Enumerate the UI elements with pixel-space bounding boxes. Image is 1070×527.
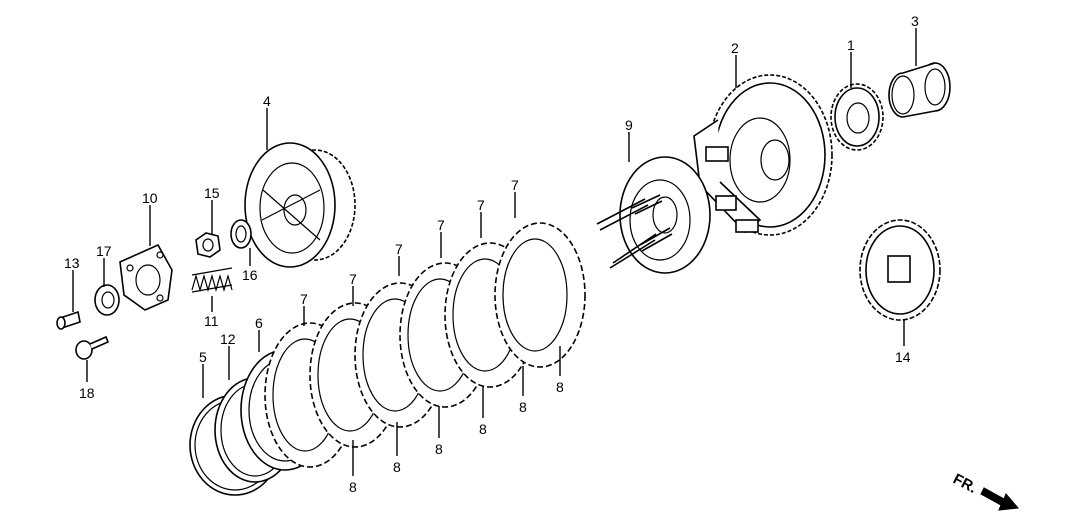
callout-17: 17 (96, 243, 112, 259)
clutch-plate-stack (264, 222, 586, 468)
front-direction-indicator: FR. (950, 471, 1019, 511)
callout-11: 11 (204, 313, 219, 329)
callout-13: 13 (64, 255, 80, 271)
callout-2: 2 (731, 40, 739, 56)
callout-6: 6 (255, 315, 263, 331)
callout-7a: 7 (300, 291, 308, 307)
callout-7d: 7 (437, 217, 445, 233)
callout-8d: 8 (479, 421, 487, 437)
callout-1: 1 (847, 37, 855, 53)
part-17-bearing (94, 284, 120, 316)
callout-labels: 1 2 3 4 5 6 7 7 7 7 7 7 8 8 8 8 8 8 9 10… (64, 13, 919, 495)
part-16-washer (230, 219, 252, 249)
part-11-springs (191, 267, 233, 293)
callout-10: 10 (142, 190, 158, 206)
callout-3: 3 (911, 13, 919, 29)
part-10-lifter-plate (119, 243, 173, 311)
front-label: FR. (950, 471, 979, 497)
callout-12: 12 (220, 331, 236, 347)
part-14-gear (859, 219, 941, 321)
part-3-collar (888, 62, 951, 118)
callout-16: 16 (242, 267, 258, 283)
leader-lines (72, 28, 917, 476)
callout-4: 4 (263, 93, 271, 109)
callout-18: 18 (79, 385, 95, 401)
callout-7f: 7 (511, 177, 519, 193)
callout-8b: 8 (393, 459, 401, 475)
part-9-pressure-plate (596, 156, 711, 274)
callout-8f: 8 (556, 379, 564, 395)
part-1-gear (830, 83, 884, 151)
callout-5: 5 (199, 349, 207, 365)
callout-8a: 8 (349, 479, 357, 495)
part-15-nut (195, 232, 221, 258)
callout-9: 9 (625, 117, 633, 133)
callout-7c: 7 (395, 241, 403, 257)
part-2-clutch-outer (693, 74, 833, 236)
part-4-clutch-center (244, 142, 356, 268)
callout-14: 14 (895, 349, 911, 365)
callout-8e: 8 (519, 399, 527, 415)
front-arrow-icon (980, 487, 1019, 511)
part-18-bolt (75, 335, 110, 360)
callout-15: 15 (204, 185, 220, 201)
callout-7b: 7 (349, 271, 357, 287)
part-13-pin (56, 310, 81, 330)
callout-8c: 8 (435, 441, 443, 457)
callout-7e: 7 (477, 197, 485, 213)
